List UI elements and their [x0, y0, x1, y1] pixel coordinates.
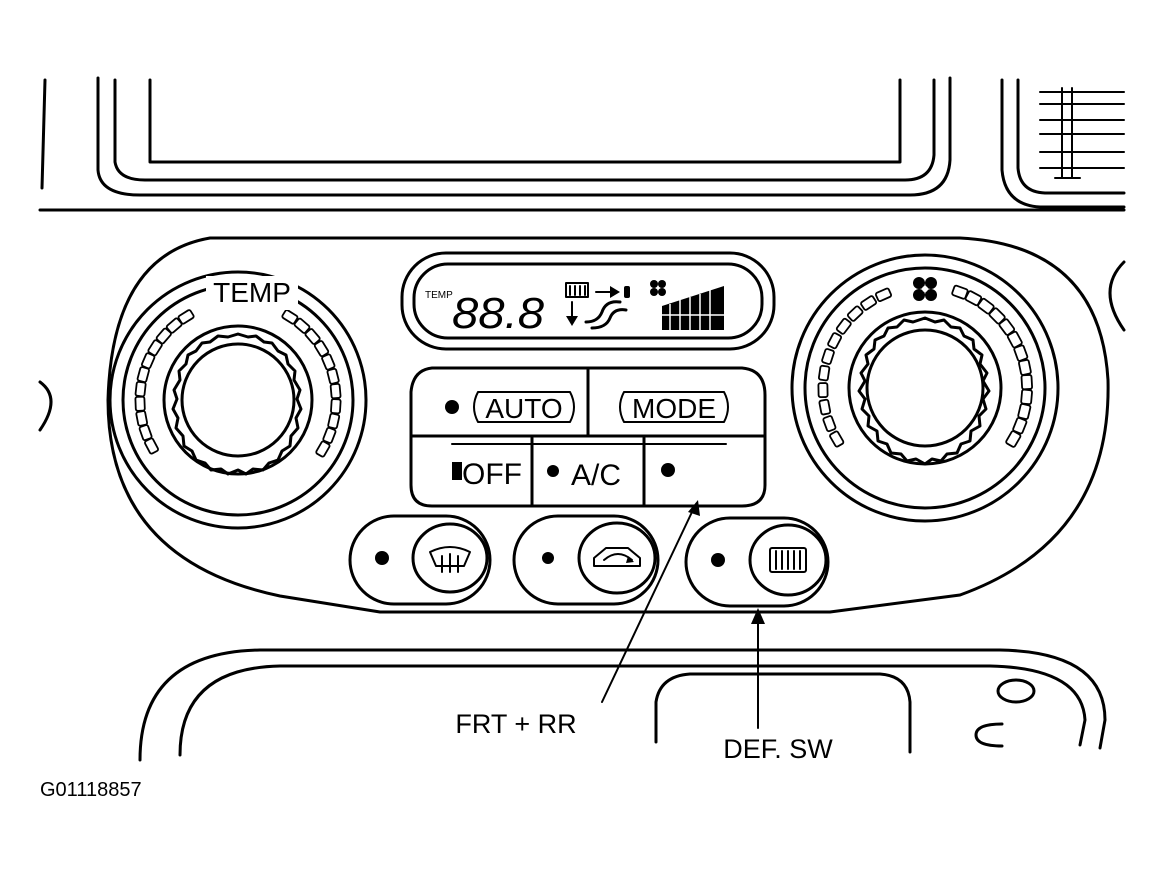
scale-segment — [330, 398, 342, 415]
front-rear-indicator-led — [661, 463, 675, 477]
front-rear-callout-label: FRT + RR — [455, 709, 576, 739]
scale-segment — [846, 305, 864, 322]
mode-button-label: MODE — [632, 393, 716, 424]
lcd-temp-tag: TEMP — [425, 290, 453, 301]
scale-segment — [281, 309, 299, 325]
off-button-label: OFF — [462, 458, 522, 491]
rear-window-defrost-icon — [769, 547, 807, 573]
air-vent — [1000, 78, 1126, 209]
scale-segment — [315, 440, 331, 458]
rear-defrost-button[interactable] — [684, 516, 830, 608]
auto-indicator-led — [445, 400, 459, 414]
ac-button[interactable]: A/C — [547, 459, 621, 492]
fan-speed-knob[interactable] — [790, 253, 1060, 523]
defroster-switch-callout: DEF. SW — [723, 608, 833, 764]
scale-segment — [134, 380, 147, 398]
scale-segment — [135, 410, 148, 427]
front-defrost-indicator-led — [375, 551, 389, 565]
air-recirculation-button[interactable] — [512, 514, 660, 606]
rear-defrost-indicator-led — [711, 553, 725, 567]
figure-id: G01118857 — [40, 779, 142, 801]
scale-segment — [1013, 344, 1029, 362]
scale-segment — [817, 382, 829, 399]
fan-scale-ticks — [817, 284, 1033, 448]
windshield-defrost-icon — [429, 546, 471, 573]
scale-segment — [329, 382, 342, 400]
defroster-switch-callout-label: DEF. SW — [723, 734, 833, 764]
upper-dash-outline — [38, 76, 1126, 212]
recirculation-indicator-led — [542, 552, 554, 564]
scale-segment — [326, 367, 340, 385]
front-rear-button[interactable] — [661, 463, 675, 477]
temp-knob-grip — [171, 332, 303, 476]
auto-button-label: AUTO — [485, 393, 562, 424]
scale-segment — [817, 364, 831, 382]
off-button[interactable]: OFF — [452, 458, 522, 491]
temp-knob-label: TEMP — [213, 277, 291, 308]
scale-segment — [313, 340, 330, 358]
lcd-display: TEMP 88.8 — [400, 251, 776, 351]
scale-segment — [822, 415, 837, 433]
fan-indicator-icon — [650, 280, 666, 296]
scale-segment — [321, 353, 336, 371]
airflow-mode-icon — [565, 282, 630, 330]
temp-scale-ticks — [134, 309, 342, 458]
scale-segment — [1020, 374, 1033, 391]
lcd-temp-readout: 88.8 — [452, 289, 545, 338]
scale-segment — [293, 317, 311, 334]
fan-speed-bargraph — [662, 286, 724, 330]
scale-segment — [177, 309, 195, 325]
front-rear-callout: FRT + RR — [455, 500, 700, 739]
front-defrost-button[interactable] — [348, 514, 492, 606]
scale-segment — [835, 317, 852, 335]
temp-knob[interactable]: TEMP — [108, 270, 368, 530]
side-trim — [38, 260, 1126, 432]
scale-segment — [1020, 388, 1033, 406]
control-panel-outline — [106, 236, 1110, 614]
off-indicator-led — [452, 462, 462, 480]
ac-button-label: A/C — [571, 459, 621, 492]
scale-segment — [1005, 430, 1022, 448]
ac-indicator-led — [547, 465, 559, 477]
scale-segment — [322, 426, 337, 444]
lower-dash-outline — [138, 648, 1107, 762]
scale-segment — [138, 424, 153, 442]
car-recirculation-icon — [593, 547, 641, 567]
scale-segment — [821, 348, 835, 365]
scale-segment — [304, 328, 321, 345]
scale-segment — [860, 295, 878, 311]
scale-segment — [829, 430, 845, 448]
scale-segment — [818, 398, 832, 416]
scale-segment — [327, 412, 341, 430]
scale-segment — [1018, 358, 1032, 376]
auto-button[interactable]: AUTO — [445, 391, 575, 424]
mode-button[interactable]: MODE — [619, 391, 729, 424]
scale-segment — [134, 395, 146, 412]
fan-icon — [913, 277, 937, 301]
scale-segment — [875, 287, 892, 303]
fan-knob-grip — [857, 316, 991, 466]
scale-segment — [1017, 403, 1032, 420]
scale-segment — [827, 332, 843, 350]
